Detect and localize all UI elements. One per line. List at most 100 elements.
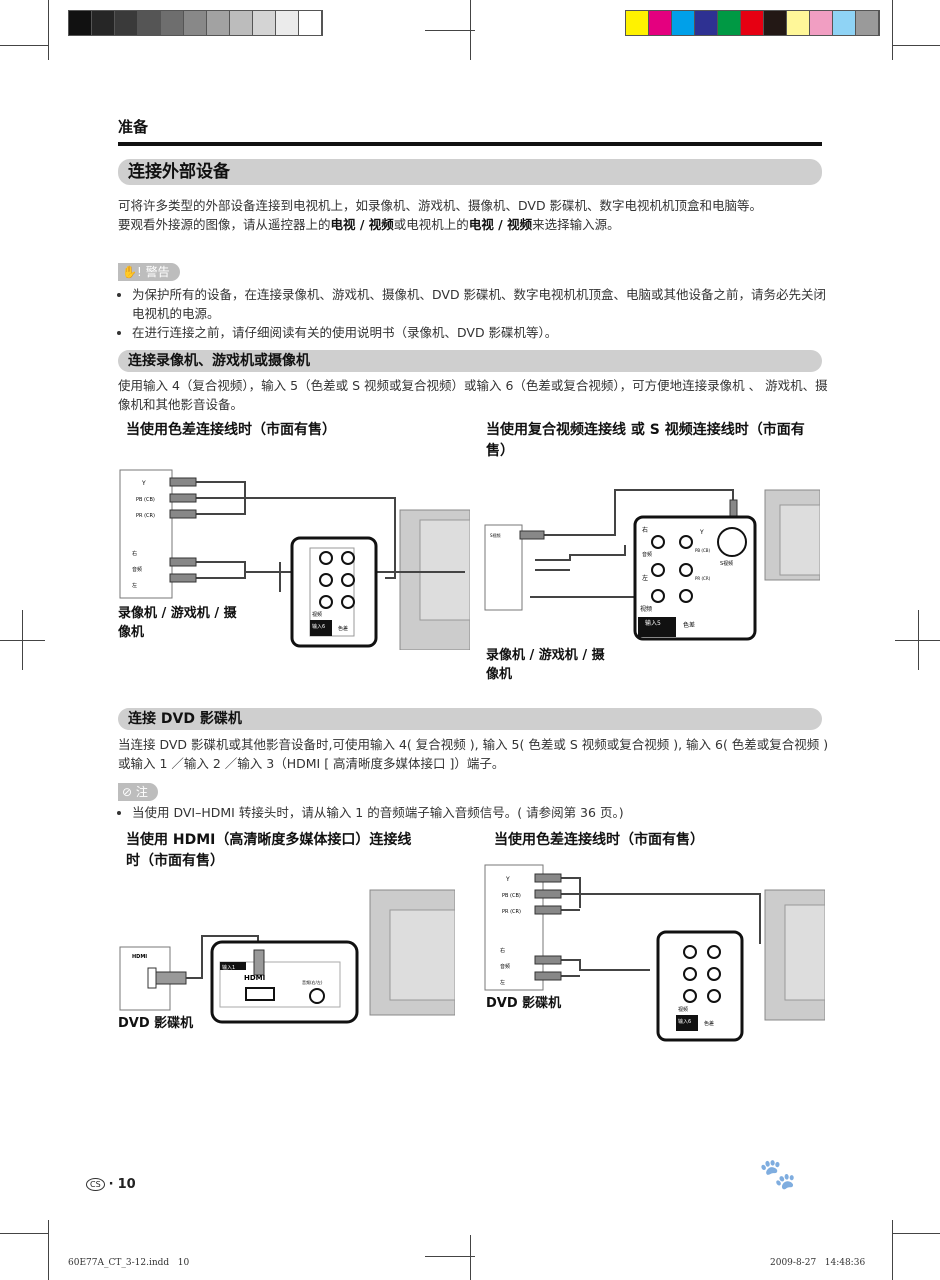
right-label: 右 [132, 550, 137, 557]
section-title: 连接外部设备 [118, 159, 822, 185]
crop-mark [892, 45, 940, 46]
input-label: 输入5 [645, 619, 661, 627]
grayscale-bar [68, 10, 323, 36]
list-item: 为保护所有的设备，在连接录像机、游戏机、摄像机、DVD 影碟机、数字电视机机顶盒… [132, 285, 830, 323]
warning-label: 警告 [145, 265, 170, 279]
crop-mark [0, 45, 48, 46]
intro-line: 可将许多类型的外部设备连接到电视机上，如录像机、游戏机、摄像机、DVD 影碟机、… [118, 198, 763, 213]
color-swatch [69, 11, 92, 35]
bold-text: 电视 / 视频 [330, 217, 394, 232]
crop-mark [425, 1256, 475, 1257]
crop-mark [895, 640, 940, 641]
y-label: Y [141, 480, 146, 487]
crop-mark [918, 610, 919, 670]
color-bar [625, 10, 880, 36]
color-swatch [184, 11, 207, 35]
intro-line: 要观看外接源的图像，请从遥控器上的电视 / 视频或电视机上的电视 / 视频来选择… [118, 215, 830, 234]
device-caption: DVD 影碟机 [486, 996, 562, 1011]
separator: · [108, 1177, 114, 1192]
color-swatch [695, 11, 718, 35]
diagram-heading: 当使用色差连接线时（市面有售） [126, 422, 336, 438]
diagram-heading: 当使用复合视频连接线 或 S 视频连接线时（市面有售） [486, 422, 805, 459]
list-item: 当使用 DVI–HDMI 转接头时，请从输入 1 的音频端子输入音频信号。( 请… [132, 803, 830, 822]
note-badge: ⊘ 注 [118, 783, 158, 801]
component-label: 色差 [683, 621, 695, 629]
subsection-title: 连接录像机、游戏机或摄像机 [118, 350, 822, 372]
left-label: 左 [500, 979, 505, 986]
language-badge: CS [86, 1178, 105, 1191]
chapter-title: 准备 [118, 118, 149, 136]
right-label: 右 [642, 526, 648, 534]
input-label: 输入6 [312, 623, 325, 630]
y-label: Y [505, 876, 510, 883]
color-swatch [649, 11, 672, 35]
audio-label: 音频(右/左) [302, 979, 323, 985]
color-swatch [741, 11, 764, 35]
device-caption: DVD 影碟机 [118, 1016, 194, 1031]
color-swatch [115, 11, 138, 35]
crop-mark [470, 0, 471, 60]
color-swatch [207, 11, 230, 35]
color-swatch [856, 11, 879, 35]
subsection-title: 连接 DVD 影碟机 [118, 708, 822, 730]
video-label: 视频 [640, 605, 652, 613]
color-swatch [810, 11, 833, 35]
audio-label: 音频 [132, 566, 142, 573]
left-label: 左 [642, 574, 648, 582]
note-list: 当使用 DVI–HDMI 转接头时，请从输入 1 的音频端子输入音频信号。( 请… [118, 803, 830, 822]
pb-label: PB (CB) [695, 548, 711, 553]
color-swatch [92, 11, 115, 35]
crop-mark [892, 0, 893, 60]
bold-text: 电视 / 视频 [468, 217, 533, 232]
diagram-heading: 当使用 HDMI（高清晰度多媒体接口）连接线时（市面有售） [126, 832, 412, 869]
warning-list: 为保护所有的设备，在连接录像机、游戏机、摄像机、DVD 影碟机、数字电视机机顶盒… [118, 285, 830, 342]
dvd-component-diagram: 输入6 色差 Y PB (CB) PR (CR) 右 音频 左 视频 [484, 864, 825, 1042]
color-swatch [718, 11, 741, 35]
crop-mark [22, 610, 23, 670]
svideo-label: S视频 [720, 560, 733, 567]
crop-mark [0, 1233, 48, 1234]
pb-label: PB (CB) [502, 893, 521, 899]
color-swatch [672, 11, 695, 35]
input-label: 输入6 [678, 1018, 691, 1025]
hdmi-connection-diagram: 输入1 HDMI 音频(右/左) HDMI [119, 889, 455, 1024]
file-name: 60E77A_CT_3-12.indd 10 [68, 1258, 190, 1268]
hdmi-device-label: HDMI [132, 954, 147, 960]
left-label: 左 [132, 582, 137, 589]
device-caption: 录像机 / 游戏机 / 摄像机 [118, 606, 237, 640]
color-swatch [253, 11, 276, 35]
color-swatch [299, 11, 322, 35]
hdmi-label: HDMI [244, 974, 265, 982]
device-caption: 录像机 / 游戏机 / 摄像机 [486, 648, 605, 682]
crop-mark [470, 1235, 471, 1280]
component-label: 色差 [704, 1020, 714, 1027]
paw-icon: 🐾 [759, 1157, 797, 1192]
vcr-text: 使用输入 4（复合视频），输入 5（色差或 S 视频或复合视频）或输入 6（色差… [118, 378, 828, 412]
component-connection-diagram: 输入6 色差 Y PB (CB) PR (CR) 右 音频 左 视频 [119, 469, 470, 650]
crop-mark [48, 1220, 49, 1280]
print-timestamp: 2009-8-27 14:48:36 [770, 1258, 866, 1268]
page-number-text: 10 [117, 1177, 136, 1192]
pr-label: PR (CR) [502, 909, 521, 915]
component-label: 色差 [338, 625, 348, 632]
color-swatch [833, 11, 856, 35]
watermark-logo: 🐾 [668, 1160, 888, 1191]
diagram-heading: 当使用色差连接线时（市面有售） [494, 832, 704, 848]
pb-label: PB (CB) [136, 497, 155, 503]
page-number: CS · 10 [86, 1177, 136, 1192]
warning-badge: ✋! 警告 [118, 263, 180, 281]
crop-mark [892, 1233, 940, 1234]
svideo-device-label: S视频 [490, 532, 501, 538]
color-swatch [764, 11, 787, 35]
video-label: 视频 [678, 1006, 688, 1013]
audio-label: 音频 [500, 963, 510, 970]
chapter-rule [118, 142, 822, 146]
color-swatch [161, 11, 184, 35]
text: 来选择输入源。 [532, 217, 620, 232]
hand-warning-icon: ✋! [122, 265, 142, 279]
note-label: 注 [135, 785, 148, 799]
input-label: 输入1 [222, 964, 235, 971]
color-swatch [787, 11, 810, 35]
crop-mark [48, 0, 49, 60]
